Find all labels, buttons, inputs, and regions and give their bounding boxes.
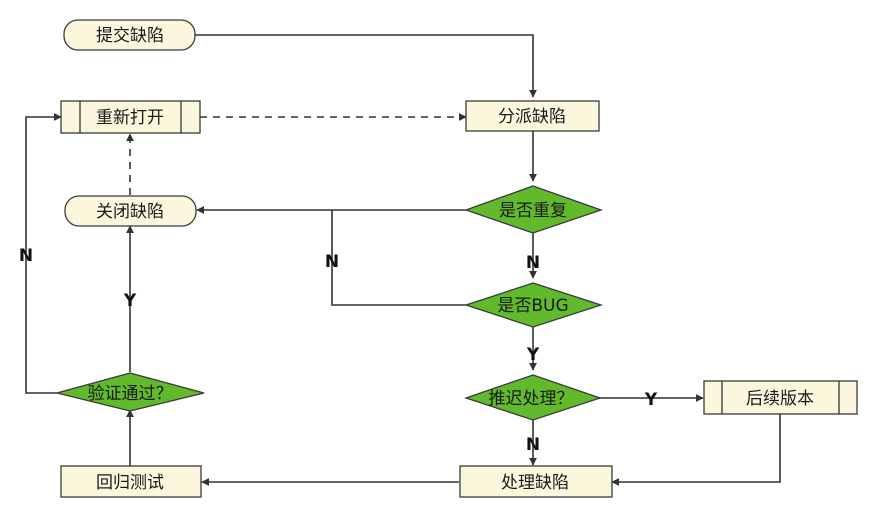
node-duplicate-label: 是否重复 [499, 201, 567, 221]
node-verify: 验证通过？ [54, 372, 205, 412]
node-assign-label: 分派缺陷 [498, 107, 566, 127]
node-regression-label: 回归测试 [96, 473, 164, 493]
edge-submit-to-assign [195, 34, 537, 98]
node-defer-label: 推迟处理？ [489, 389, 574, 409]
node-regression: 回归测试 [60, 465, 202, 498]
label-isbug-yes: Y [526, 345, 540, 365]
edges [25, 34, 781, 486]
node-isbug: 是否BUG [463, 282, 604, 328]
node-handle-label: 处理缺陷 [501, 473, 569, 493]
nodes: 提交缺陷 重新打开 分派缺陷 关闭缺陷 是否重复 是否BUG [54, 19, 858, 498]
edge-isbug-to-close [331, 210, 466, 306]
label-verify-no: N [19, 246, 33, 266]
node-verify-label: 验证通过？ [88, 384, 173, 404]
node-later-version: 后续版本 [703, 380, 858, 415]
node-reopen-label: 重新打开 [96, 108, 164, 128]
node-defer: 推迟处理？ [463, 374, 603, 421]
label-isbug-no: N [325, 252, 339, 272]
node-close: 关闭缺陷 [64, 195, 197, 227]
node-close-label: 关闭缺陷 [96, 202, 164, 222]
edge-labels: N N Y Y N Y N [19, 246, 658, 455]
edge-later-to-handle [611, 414, 781, 486]
node-duplicate: 是否重复 [464, 185, 603, 234]
label-duplicate-no: N [526, 253, 540, 273]
label-defer-yes: Y [644, 390, 658, 410]
label-defer-no: N [526, 435, 540, 455]
node-submit: 提交缺陷 [63, 19, 196, 51]
node-handle: 处理缺陷 [459, 465, 613, 498]
node-assign: 分派缺陷 [465, 100, 600, 132]
node-later-version-label: 后续版本 [746, 389, 814, 409]
label-verify-yes: Y [123, 291, 137, 311]
node-submit-label: 提交缺陷 [96, 26, 164, 46]
edge-verify-to-reopen [25, 113, 62, 394]
node-reopen: 重新打开 [60, 100, 201, 134]
node-isbug-label: 是否BUG [497, 296, 568, 316]
